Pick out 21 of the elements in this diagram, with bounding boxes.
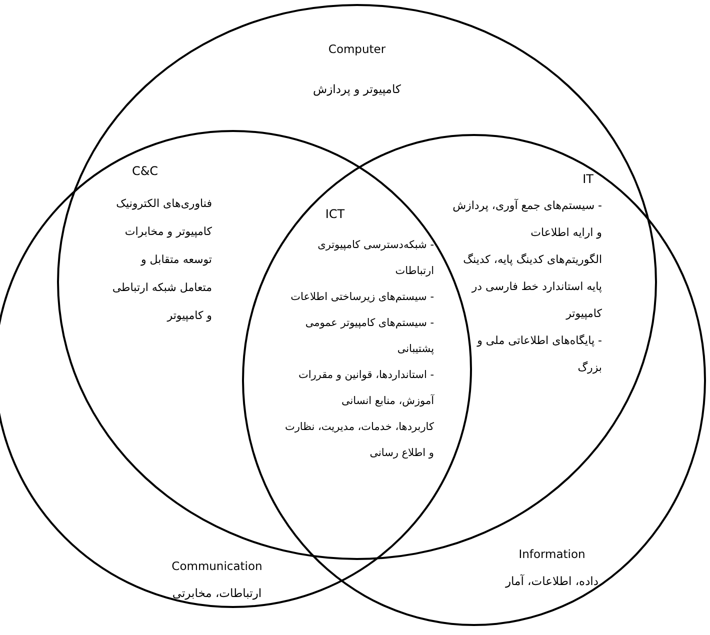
- circle-title: Communication: [172, 559, 262, 573]
- region-text: - سیستم‌های جمع آوری، پردازش و ارایه اطلاعات: [452, 198, 602, 241]
- circle-title: Information: [518, 547, 586, 561]
- circle-subtitle: ارتباطات، مخابرتی: [172, 586, 262, 600]
- region-text: - سیستم‌های زیرساختی اطلاعات: [290, 290, 434, 305]
- region-text: - شبکه‌دسترسی کامپیوتری ارتباطات: [316, 238, 434, 279]
- region-text: آموزش، منابع انسانی: [340, 393, 434, 409]
- region-text: - پایگاه‌های اطلاعاتی ملی و بزرگ: [476, 333, 602, 376]
- region-text: کاربردها، خدمات، مدیریت، نظارت و اطلاع رسانی: [284, 420, 434, 461]
- venn-circle: [57, 4, 657, 560]
- region-heading: IT: [582, 172, 594, 186]
- region-heading: ICT: [325, 207, 345, 221]
- circle-subtitle: کامپیوتر و پردازش: [313, 82, 401, 96]
- region-text: - سیستم‌های کامپیوتر عمومی پشتیبانی: [304, 316, 434, 357]
- region-text: توسعه متقابل و متعامل شبکه ارتباطی و کامپیوتر: [111, 252, 212, 324]
- circle-title: Computer: [328, 42, 386, 56]
- circle-subtitle: داده، اطلاعات، آمار: [506, 574, 598, 588]
- region-text: فناوری‌های الکترونیک کامپیوتر و مخابرات: [115, 196, 212, 240]
- region-text: الگوریتم‌های کدینگ پایه، کدینگ پایه استاندارد خط فارسی در کامپیوتر: [462, 252, 602, 322]
- region-heading: C&C: [132, 164, 158, 178]
- region-text: - استانداردها، قوانین و مقررات: [297, 368, 434, 383]
